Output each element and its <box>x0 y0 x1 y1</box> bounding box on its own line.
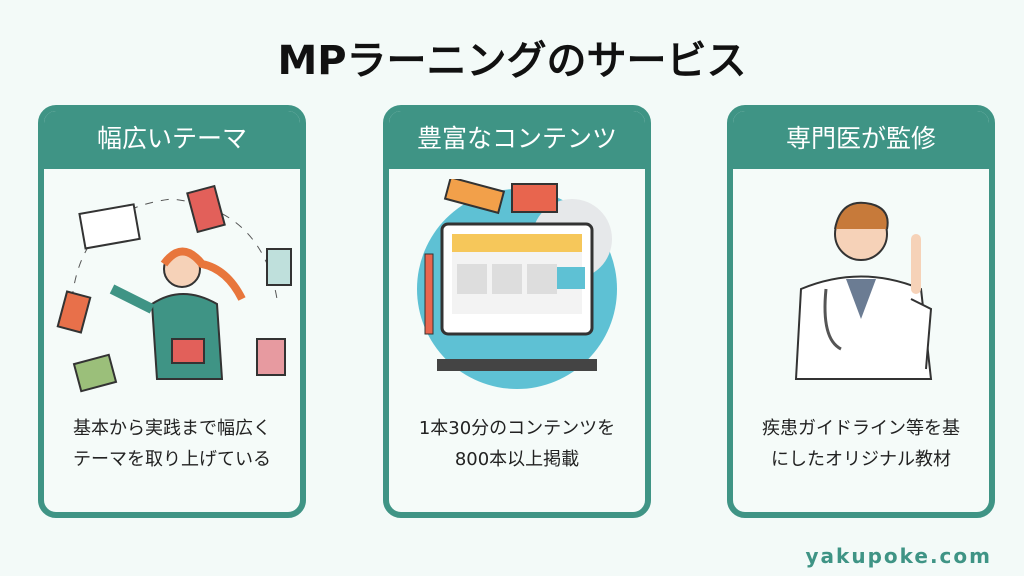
card-rich-content: 豊富なコンテンツ 1本30分のコンテンツを 800本以上掲載 <box>383 105 651 518</box>
card-specialist-supervision: 専門医が監修 疾患ガイドライン等を基 にしたオリジナル教材 <box>727 105 995 518</box>
card-heading: 専門医が監修 <box>733 111 989 169</box>
site-url: yakupoke.com <box>805 544 992 568</box>
description-line: にしたオリジナル教材 <box>771 449 951 470</box>
card-wide-themes: 幅広いテーマ 基本から実践まで幅広く テーマを取り上げている <box>38 105 306 518</box>
description-line: テーマを取り上げている <box>73 449 271 470</box>
description-line: 疾患ガイドライン等を基 <box>762 418 960 439</box>
card-description: 基本から実践まで幅広く テーマを取り上げている <box>44 413 300 475</box>
page-title: MPラーニングのサービス <box>277 38 747 84</box>
woman-juggling-books-illustration <box>56 184 292 393</box>
description-line: 基本から実践まで幅広く <box>73 418 271 439</box>
card-description: 疾患ガイドライン等を基 にしたオリジナル教材 <box>733 413 989 475</box>
computer-monitor-illustration <box>417 179 617 389</box>
description-line: 800本以上掲載 <box>454 449 580 470</box>
card-heading: 幅広いテーマ <box>44 111 300 169</box>
description-line: 1本30分のコンテンツを <box>418 418 616 439</box>
card-description: 1本30分のコンテンツを 800本以上掲載 <box>389 413 645 475</box>
card-heading: 豊富なコンテンツ <box>389 111 645 169</box>
doctor-illustration <box>794 201 933 380</box>
